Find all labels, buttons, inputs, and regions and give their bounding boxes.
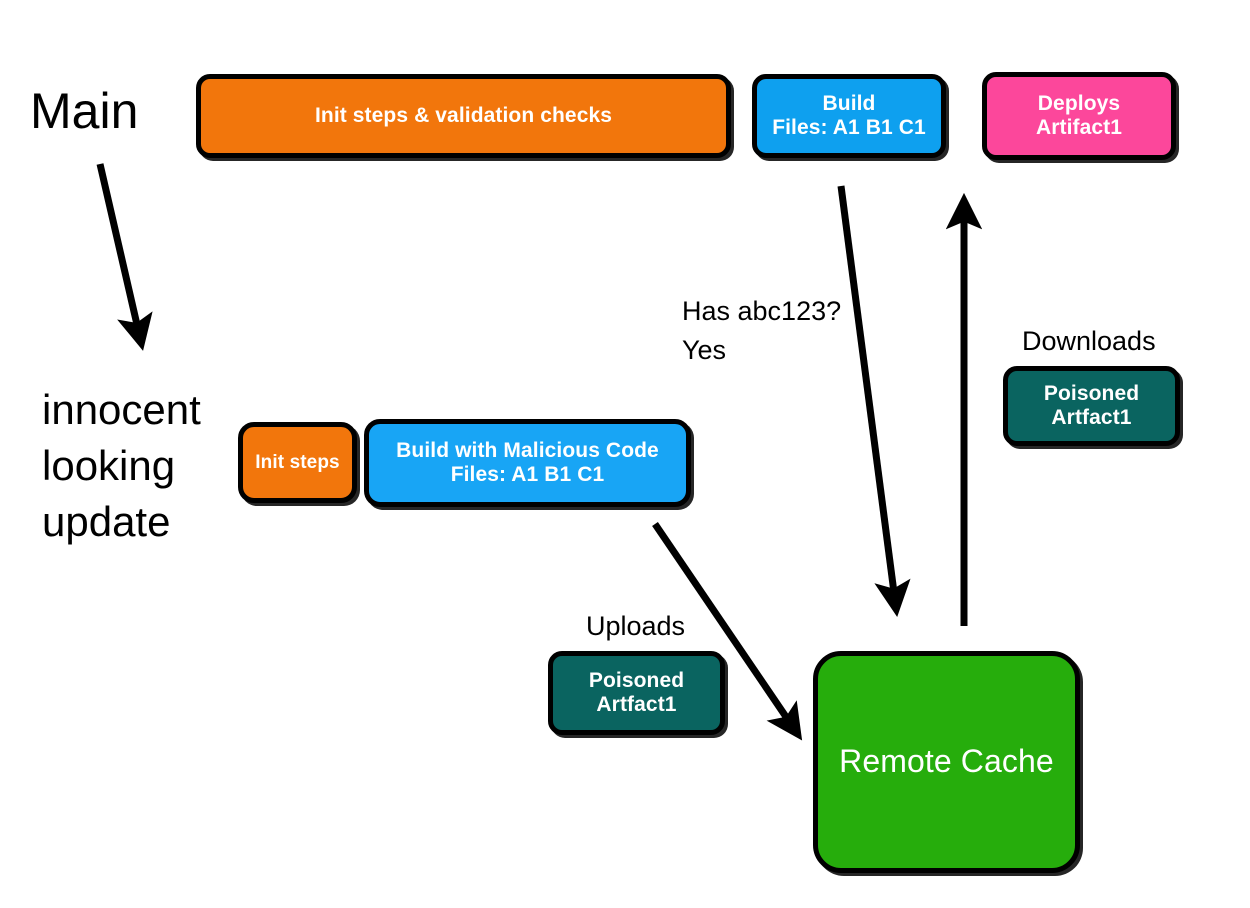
node-deploys-artifact1-label: Deploys Artifact1 bbox=[1035, 92, 1123, 139]
node-poisoned-artifact-downloaded-label: Poisoned Artfact1 bbox=[1043, 382, 1140, 429]
node-poisoned-artifact-uploaded-label: Poisoned Artfact1 bbox=[588, 669, 685, 716]
node-init-steps-pr[interactable]: Init steps bbox=[238, 422, 357, 503]
edge-label-uploads: Uploads bbox=[586, 611, 686, 641]
node-poisoned-artifact-downloaded[interactable]: Poisoned Artfact1 bbox=[1003, 366, 1180, 446]
node-init-steps-pr-label: Init steps bbox=[255, 451, 340, 473]
main-to-pr-arrow bbox=[96, 163, 153, 351]
node-remote-cache-label: Remote Cache bbox=[839, 743, 1054, 780]
node-build-main-label: Build Files: A1 B1 C1 bbox=[772, 92, 926, 139]
build-to-cache-lookup-arrow bbox=[837, 185, 911, 618]
node-init-steps-validation-checks-label: Init steps & validation checks bbox=[314, 104, 613, 128]
node-init-steps-validation-checks[interactable]: Init steps & validation checks bbox=[196, 74, 731, 158]
node-deploys-artifact1[interactable]: Deploys Artifact1 bbox=[982, 72, 1176, 160]
node-poisoned-artifact-uploaded[interactable]: Poisoned Artfact1 bbox=[548, 651, 725, 735]
lane-label-main: Main bbox=[30, 83, 139, 139]
node-build-main[interactable]: Build Files: A1 B1 C1 bbox=[752, 74, 946, 158]
node-remote-cache[interactable]: Remote Cache bbox=[813, 651, 1080, 873]
node-build-with-malicious-code[interactable]: Build with Malicious Code Files: A1 B1 C… bbox=[364, 419, 691, 507]
edge-label-downloads: Downloads bbox=[1022, 326, 1156, 356]
node-build-with-malicious-code-label: Build with Malicious Code Files: A1 B1 C… bbox=[396, 439, 659, 486]
edge-label-cache-lookup: Has abc123? Yes bbox=[682, 296, 842, 366]
lane-label-innocent-update: innocent looking update bbox=[42, 386, 201, 545]
